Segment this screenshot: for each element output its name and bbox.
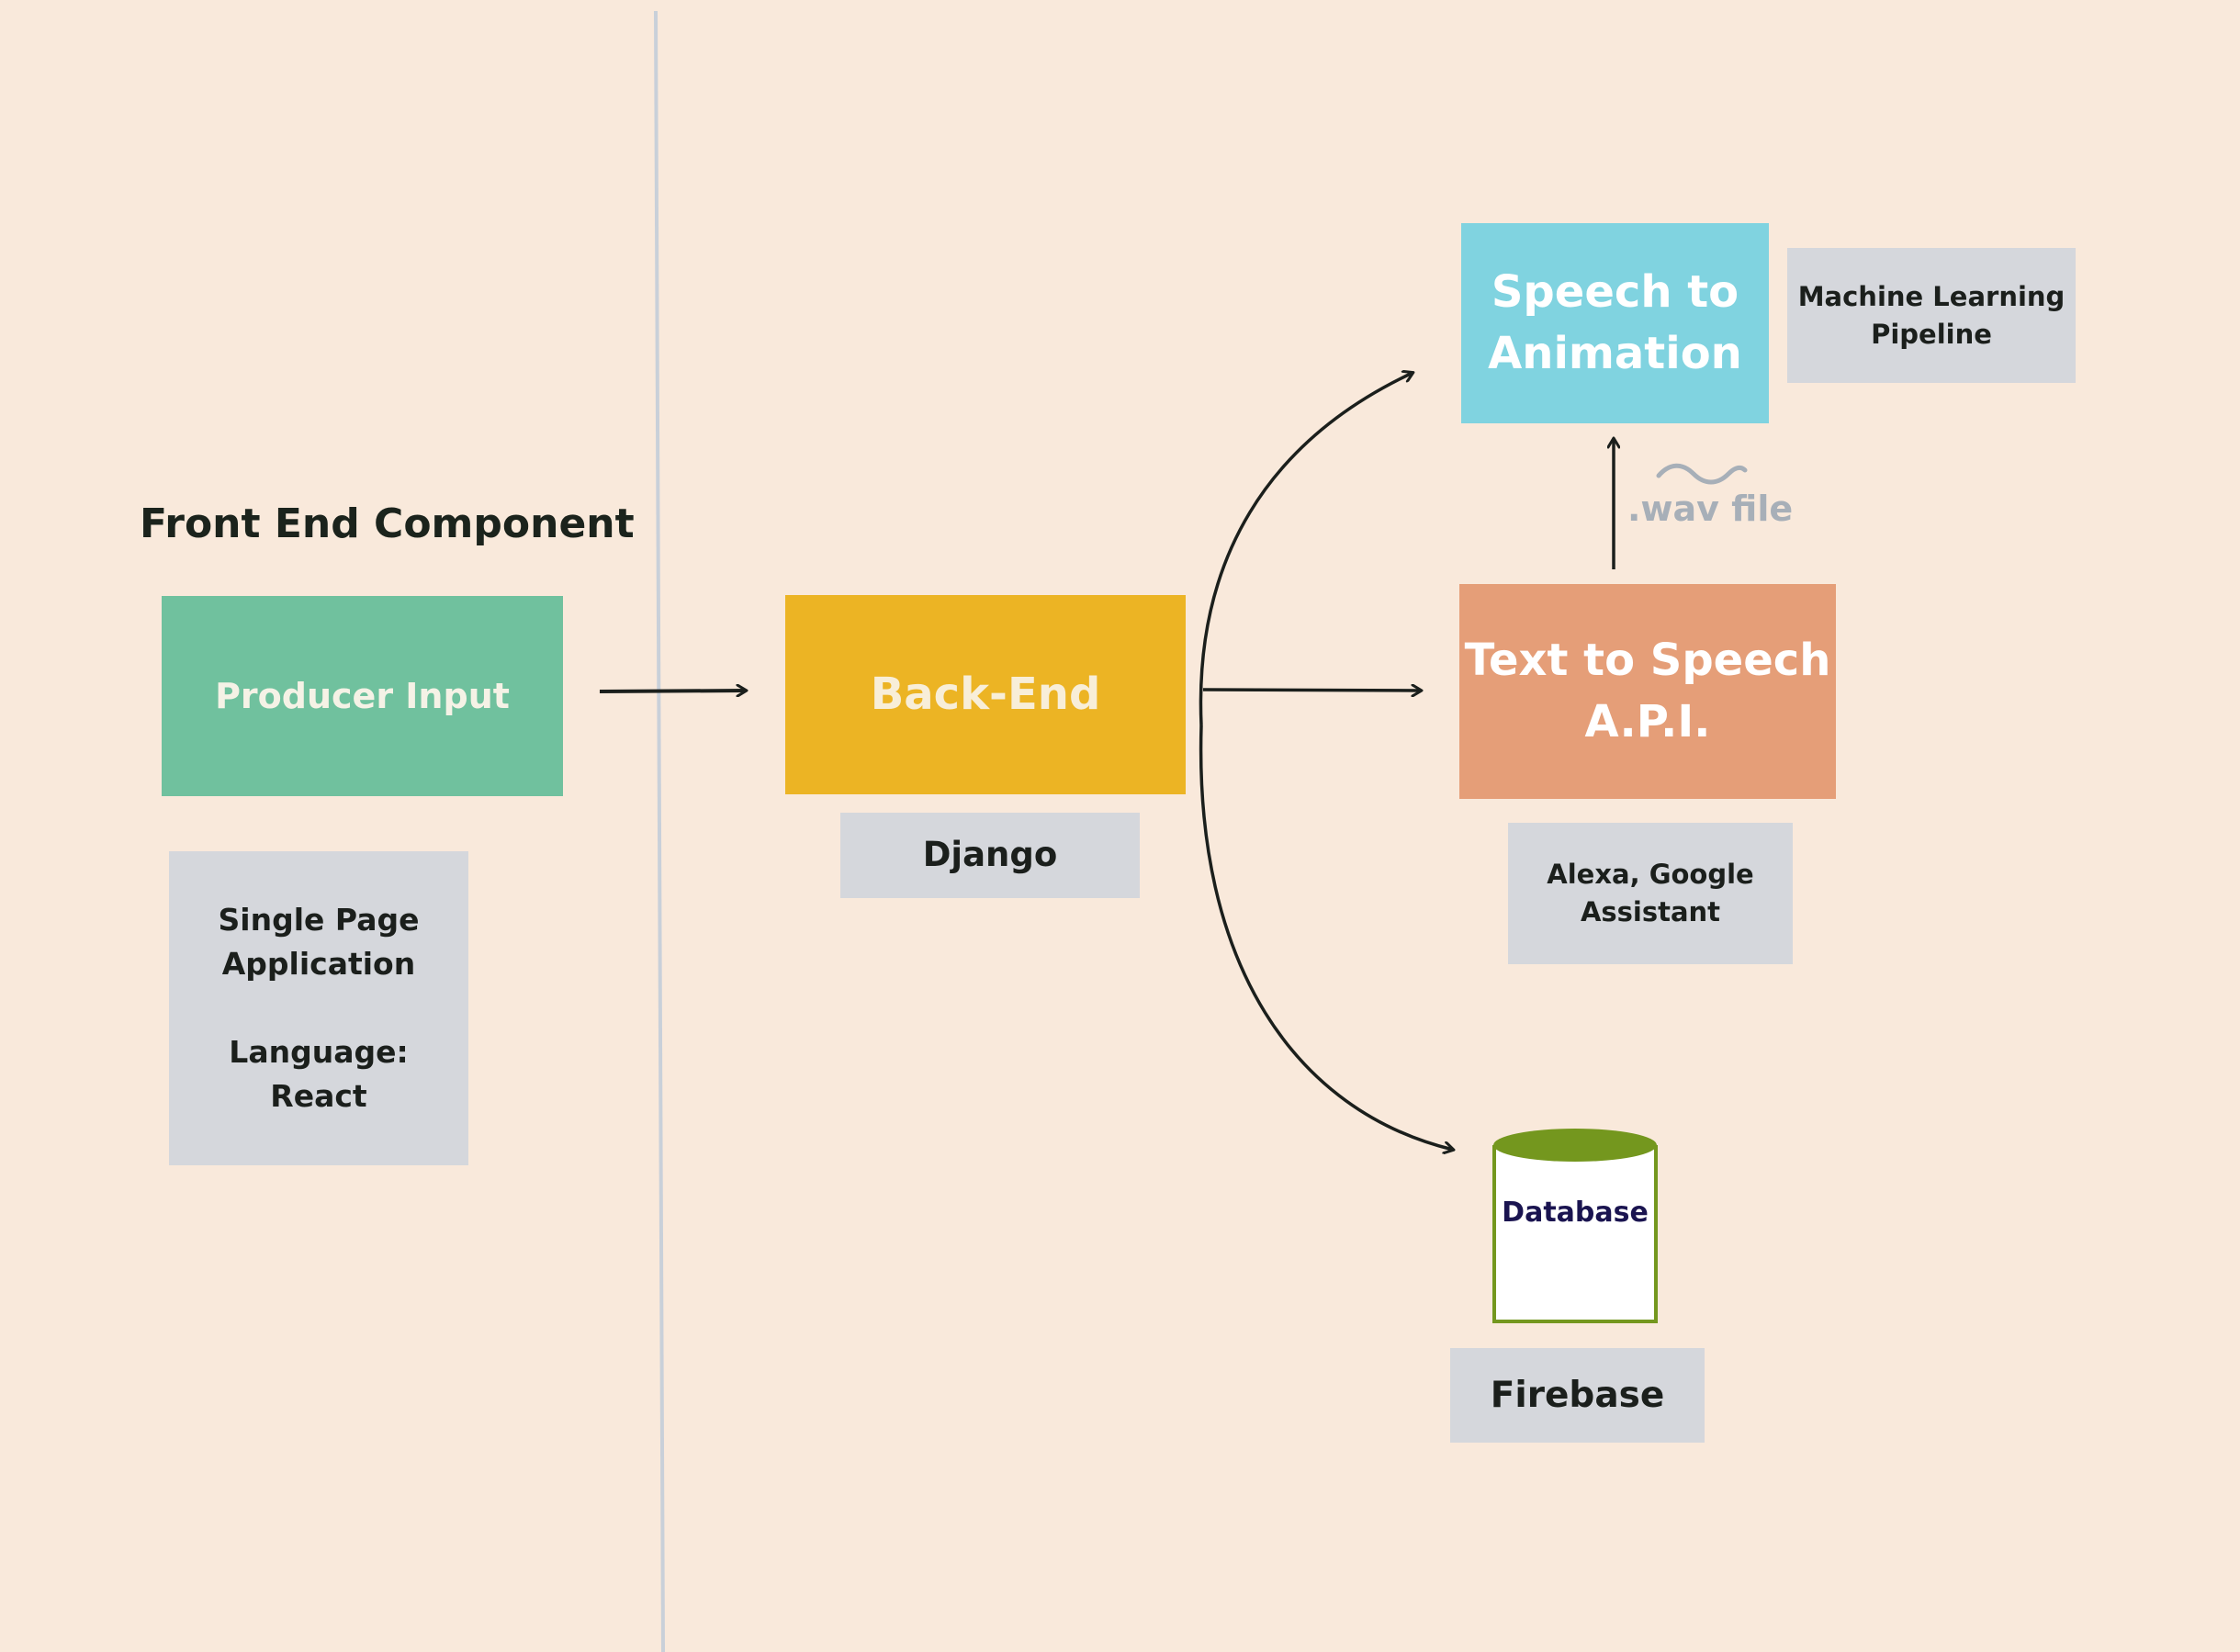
producer-input-label: Producer Input	[215, 675, 510, 716]
section-divider	[654, 10, 665, 1652]
arrow-backend-to-database	[1199, 725, 1453, 1150]
backend-node[interactable]: Back-End	[785, 595, 1186, 794]
backend-label: Back-End	[870, 668, 1101, 720]
arrow-backend-to-speech-animation	[1199, 373, 1413, 726]
tts-label: Text to Speech A.P.I.	[1464, 634, 1831, 747]
arrow-backend-to-tts	[1202, 690, 1421, 691]
database-label: Database	[1502, 1197, 1649, 1230]
wav-file-label: .wav file	[1627, 489, 1794, 529]
firebase-label: Firebase	[1490, 1374, 1665, 1416]
django-label: Django	[922, 835, 1058, 875]
speech-to-animation-label: Speech to Animation	[1488, 265, 1742, 379]
ml-pipeline-label: Machine Learning Pipeline	[1797, 280, 2066, 350]
ml-pipeline-note: Machine Learning Pipeline	[1787, 248, 2076, 383]
tts-node[interactable]: Text to Speech A.P.I.	[1459, 584, 1836, 799]
firebase-note: Firebase	[1450, 1348, 1705, 1443]
speech-to-animation-node[interactable]: Speech to Animation	[1461, 223, 1769, 423]
frontend-title: Front End Component	[140, 500, 635, 547]
django-note: Django	[840, 813, 1140, 898]
spa-note: Single Page Application Language: React	[169, 851, 468, 1165]
wave-icon	[1656, 463, 1748, 485]
assistant-note: Alexa, Google Assistant	[1508, 823, 1793, 964]
assistant-label: Alexa, Google Assistant	[1547, 859, 1754, 927]
spa-note-text: Single Page Application Language: React	[218, 902, 420, 1114]
database-cylinder-icon	[1492, 1129, 1658, 1323]
database-node[interactable]: Database	[1490, 1126, 1660, 1324]
producer-input-node[interactable]: Producer Input	[162, 596, 563, 796]
